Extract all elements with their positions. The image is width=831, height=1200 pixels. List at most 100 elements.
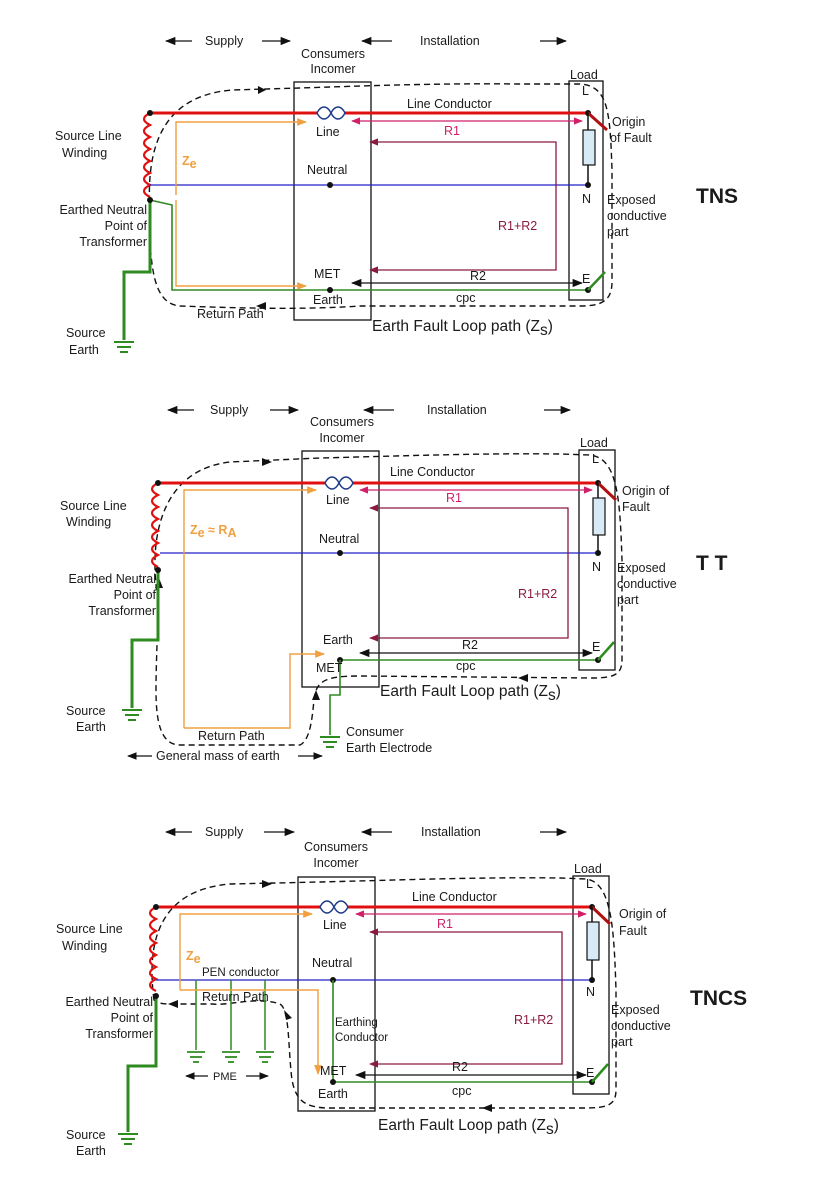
installation-label: Installation	[421, 825, 481, 839]
load-e-label: E	[582, 272, 590, 286]
loop-arrow-met	[312, 690, 320, 700]
earthed-neutral-label-1: Earthed Neutral	[68, 572, 156, 586]
earthed-neutral-node	[147, 197, 153, 203]
source-line-label-1: Source Line	[55, 129, 122, 143]
met-label: MET	[316, 661, 343, 675]
earthed-neutral-label-3: Transformer	[79, 235, 147, 249]
loop-arrow-left	[168, 1000, 178, 1008]
earth-label: Earth	[313, 293, 343, 307]
r2-label: R2	[462, 638, 478, 652]
consumer-incomer-box	[293, 81, 372, 321]
consumer-earth-label-1: Consumer	[346, 725, 404, 739]
exposed-label-2: conductive	[611, 1019, 671, 1033]
earthed-neutral-label-2: Point of	[114, 588, 157, 602]
earthed-neutral-label-2: Point of	[111, 1011, 154, 1025]
consumer-earth-conductor	[329, 660, 341, 735]
origin-label-2: of Fault	[610, 131, 652, 145]
earthed-neutral-label-1: Earthed Neutral	[65, 995, 153, 1009]
installation-label: Installation	[420, 34, 480, 48]
loop-arrow-bottom	[256, 302, 266, 310]
exposed-label-3: part	[607, 225, 629, 239]
r1r2-path	[369, 138, 557, 274]
load-l-label: L	[592, 452, 599, 466]
load-e-label: E	[592, 640, 600, 654]
exposed-label-2: conductive	[607, 209, 667, 223]
consumers-label: Consumers	[301, 47, 365, 61]
exposed-part-link	[597, 641, 615, 661]
earth-fault-loop-path	[151, 877, 617, 1109]
source-line-label-1: Source Line	[56, 922, 123, 936]
source-earth-conductor	[126, 996, 158, 1132]
neutral-label: Neutral	[319, 532, 359, 546]
earth-label: Earth	[318, 1087, 348, 1101]
loop-arrow-top	[262, 458, 272, 466]
ze-path-bottom	[175, 200, 307, 290]
pme-ground-symbols	[187, 1051, 274, 1063]
ze-label: Ze ≈ RA	[190, 523, 236, 540]
fuse-icon	[319, 900, 349, 914]
exposed-label-1: Exposed	[617, 561, 666, 575]
load-l-label: L	[582, 84, 589, 98]
earthed-neutral-label-2: Point of	[105, 219, 148, 233]
line-node	[153, 904, 159, 910]
load-n-label: N	[592, 560, 601, 574]
earthed-neutral-node	[153, 993, 159, 999]
load-e-label: E	[586, 1066, 594, 1080]
system-label: TNS	[696, 185, 738, 208]
system-label: T T	[696, 552, 728, 575]
neutral-label: Neutral	[307, 163, 347, 177]
met-label: MET	[314, 267, 341, 281]
supply-label: Supply	[210, 403, 249, 417]
loop-arrow-top	[262, 880, 272, 888]
line-node	[147, 110, 153, 116]
general-mass-label: General mass of earth	[156, 749, 280, 763]
source-earth-label-2: Earth	[76, 1144, 106, 1158]
origin-label-1: Origin of	[622, 484, 670, 498]
r1r2-label: R1+R2	[514, 1013, 553, 1027]
ze-path-bottom	[184, 650, 325, 729]
ze-path-top	[179, 910, 313, 990]
source-line-label-2: Winding	[62, 146, 107, 160]
consumers-label: Consumers	[304, 840, 368, 854]
earthed-neutral-node	[155, 567, 161, 573]
line-label: Line	[316, 125, 340, 139]
load-resistor	[592, 497, 606, 536]
line-node	[155, 480, 161, 486]
cpc-label: cpc	[456, 291, 475, 305]
exposed-label-3: part	[617, 593, 639, 607]
neutral-node	[327, 182, 333, 188]
r2-label: R2	[452, 1060, 468, 1074]
r1-label: R1	[444, 124, 460, 138]
exposed-part-link	[591, 1063, 609, 1083]
line-conductor-label: Line Conductor	[390, 465, 475, 479]
fuse-icon	[324, 476, 354, 490]
fuse-icon	[316, 106, 346, 120]
ze-path-top	[183, 486, 317, 728]
source-earth-label-1: Source	[66, 704, 106, 718]
load-resistor	[586, 921, 600, 961]
ze-path-bottom	[180, 989, 322, 1075]
incomer-label: Incomer	[319, 431, 364, 445]
load-resistor	[582, 129, 596, 166]
tncs-diagram: Supply Installation Consumers Incomer Lo…	[56, 825, 747, 1158]
met-node	[327, 287, 333, 293]
installation-label: Installation	[427, 403, 487, 417]
earthing-label-1: Earthing	[335, 1017, 378, 1029]
exposed-label-1: Exposed	[607, 193, 656, 207]
consumers-label: Consumers	[310, 415, 374, 429]
source-earth-conductor	[122, 200, 152, 340]
source-line-label-1: Source Line	[60, 499, 127, 513]
consumer-earth-label-2: Earth Electrode	[346, 741, 432, 755]
pme-label: PME	[213, 1071, 237, 1083]
load-label: Load	[574, 862, 602, 876]
load-n-label: N	[586, 985, 595, 999]
line-conductor-label: Line Conductor	[412, 890, 497, 904]
source-earth-label-1: Source	[66, 1128, 106, 1142]
fault-link	[586, 111, 609, 132]
origin-label-1: Origin of	[619, 907, 667, 921]
return-path-label: Return Path	[202, 990, 269, 1004]
return-path-label: Return Path	[198, 729, 265, 743]
origin-label-2: Fault	[619, 924, 647, 938]
exposed-label-3: part	[611, 1035, 633, 1049]
